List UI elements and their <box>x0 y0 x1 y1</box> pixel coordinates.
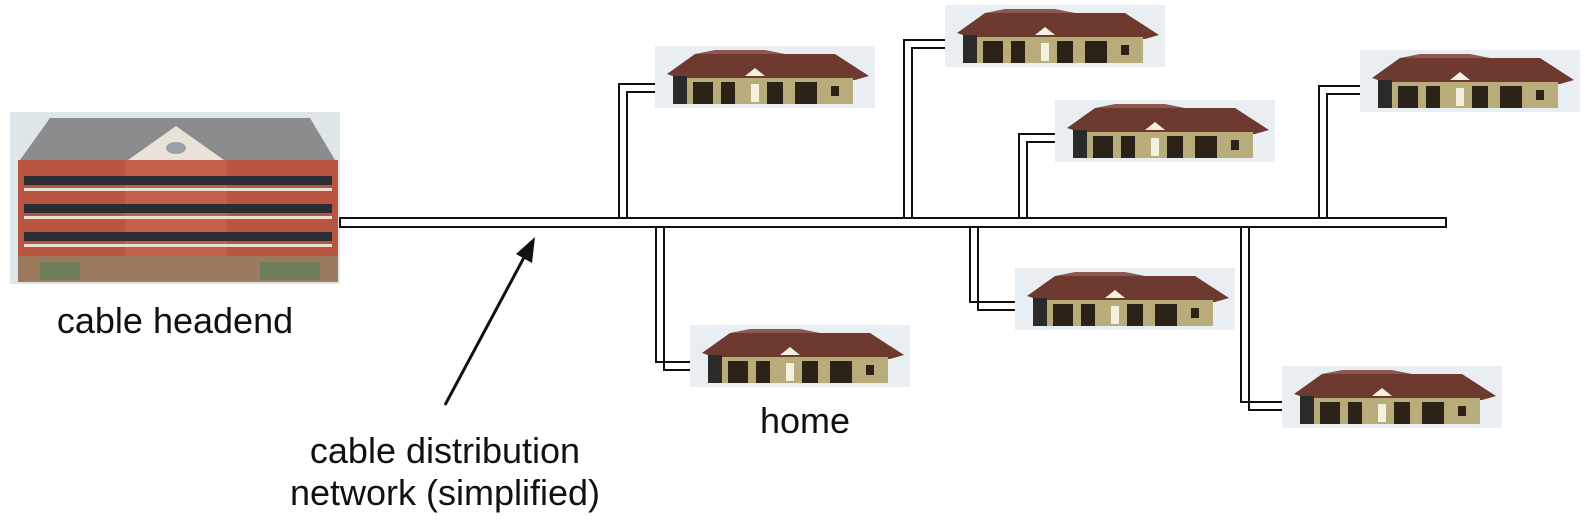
distribution-trunk-cable <box>339 217 1447 228</box>
network-label: cable distribution network (simplified) <box>289 430 601 513</box>
home-label: home <box>759 400 851 441</box>
network-pointer-arrow <box>443 237 535 406</box>
house-icon <box>1015 268 1235 330</box>
house-icon <box>690 325 910 387</box>
house-icon <box>945 5 1165 67</box>
house-icon <box>1360 50 1580 112</box>
headend-building-icon <box>10 112 340 284</box>
house-icon <box>1055 100 1275 162</box>
house-icon <box>655 46 875 108</box>
headend-label: cable headend <box>56 300 294 341</box>
house-icon <box>1282 366 1502 428</box>
